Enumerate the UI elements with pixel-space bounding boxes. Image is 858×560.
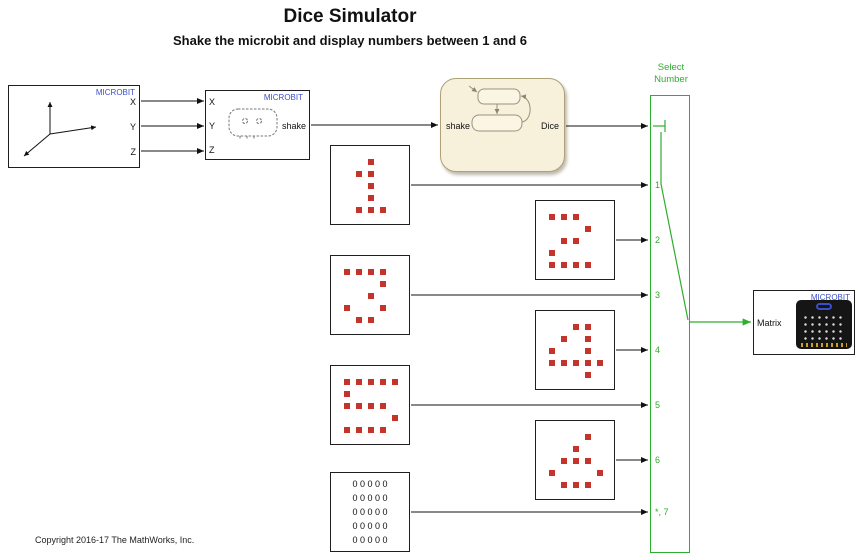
zeros-row: 0 0 0 0 0 bbox=[352, 479, 388, 489]
led-pattern-4 bbox=[549, 324, 603, 378]
model-subtitle: Shake the microbit and display numbers b… bbox=[173, 33, 527, 48]
switch-port-label-4: 4 bbox=[655, 345, 661, 355]
led-matrix-icon bbox=[796, 300, 852, 349]
switch-port-label-1: 1 bbox=[655, 180, 661, 190]
zeros-constant-block[interactable]: 0 0 0 0 0 0 0 0 0 0 0 0 0 0 0 0 0 0 0 0 … bbox=[330, 472, 410, 552]
port-label-y-in: Y bbox=[209, 121, 216, 131]
zeros-row: 0 0 0 0 0 bbox=[352, 493, 388, 503]
port-label-y-out: Y bbox=[129, 122, 136, 132]
dice-2-constant-block[interactable] bbox=[535, 200, 615, 280]
switch-port-label-default: *, 7 bbox=[655, 507, 669, 517]
microbit-brand-label: MICROBIT bbox=[95, 88, 135, 97]
port-label-shake-out: shake bbox=[281, 121, 306, 131]
zeros-matrix-text: 0 0 0 0 0 0 0 0 0 0 0 0 0 0 0 0 0 0 0 0 … bbox=[331, 473, 409, 551]
microbit-brand-label: MICROBIT bbox=[263, 93, 303, 102]
dice-1-constant-block[interactable] bbox=[330, 145, 410, 225]
accelerometer-block[interactable]: MICROBIT X Y Z bbox=[8, 85, 140, 168]
switch-port-label-5: 5 bbox=[655, 400, 661, 410]
led-pattern-3 bbox=[344, 269, 398, 323]
microbit-brand-label: MICROBIT bbox=[810, 293, 850, 302]
led-pattern-2 bbox=[549, 214, 603, 268]
switch-port-label-2: 2 bbox=[655, 235, 661, 245]
switch-name-label: Select Number bbox=[654, 62, 688, 85]
port-label-z-in: Z bbox=[209, 145, 215, 155]
port-label-x-in: X bbox=[209, 97, 216, 107]
dice-3-constant-block[interactable] bbox=[330, 255, 410, 335]
matrix-display-block[interactable]: MICROBIT Matrix bbox=[753, 290, 855, 355]
dice-4-constant-block[interactable] bbox=[535, 310, 615, 390]
led-pattern-5 bbox=[344, 379, 398, 433]
port-label-x-out: X bbox=[129, 97, 136, 107]
multiport-switch-block[interactable]: 1 2 3 4 5 6 *, 7 bbox=[650, 95, 690, 553]
switch-port-label-6: 6 bbox=[655, 455, 661, 465]
led-dot-grid bbox=[802, 314, 846, 340]
copyright-note: Copyright 2016-17 The MathWorks, Inc. bbox=[35, 535, 195, 545]
edge-connector-pins bbox=[801, 343, 847, 347]
zeros-row: 0 0 0 0 0 bbox=[352, 535, 388, 545]
switch-port-label-3: 3 bbox=[655, 290, 661, 300]
port-label-shake-in: shake bbox=[446, 121, 471, 131]
port-label-dice-out: Dice bbox=[540, 121, 559, 131]
led-pattern-6 bbox=[549, 434, 603, 488]
dice-chart-block[interactable]: shake Dice bbox=[440, 78, 565, 172]
dice-6-constant-block[interactable] bbox=[535, 420, 615, 500]
port-label-z-out: Z bbox=[130, 147, 137, 157]
microbit-logo-icon bbox=[816, 303, 832, 310]
dice-5-constant-block[interactable] bbox=[330, 365, 410, 445]
zeros-row: 0 0 0 0 0 bbox=[352, 521, 388, 531]
model-title: Dice Simulator bbox=[283, 6, 417, 27]
microbit-shake-block[interactable]: MICROBIT X Y Z shake bbox=[205, 90, 310, 160]
zeros-row: 0 0 0 0 0 bbox=[352, 507, 388, 517]
led-pattern-1 bbox=[344, 159, 398, 213]
port-label-matrix-in: Matrix bbox=[757, 318, 782, 328]
